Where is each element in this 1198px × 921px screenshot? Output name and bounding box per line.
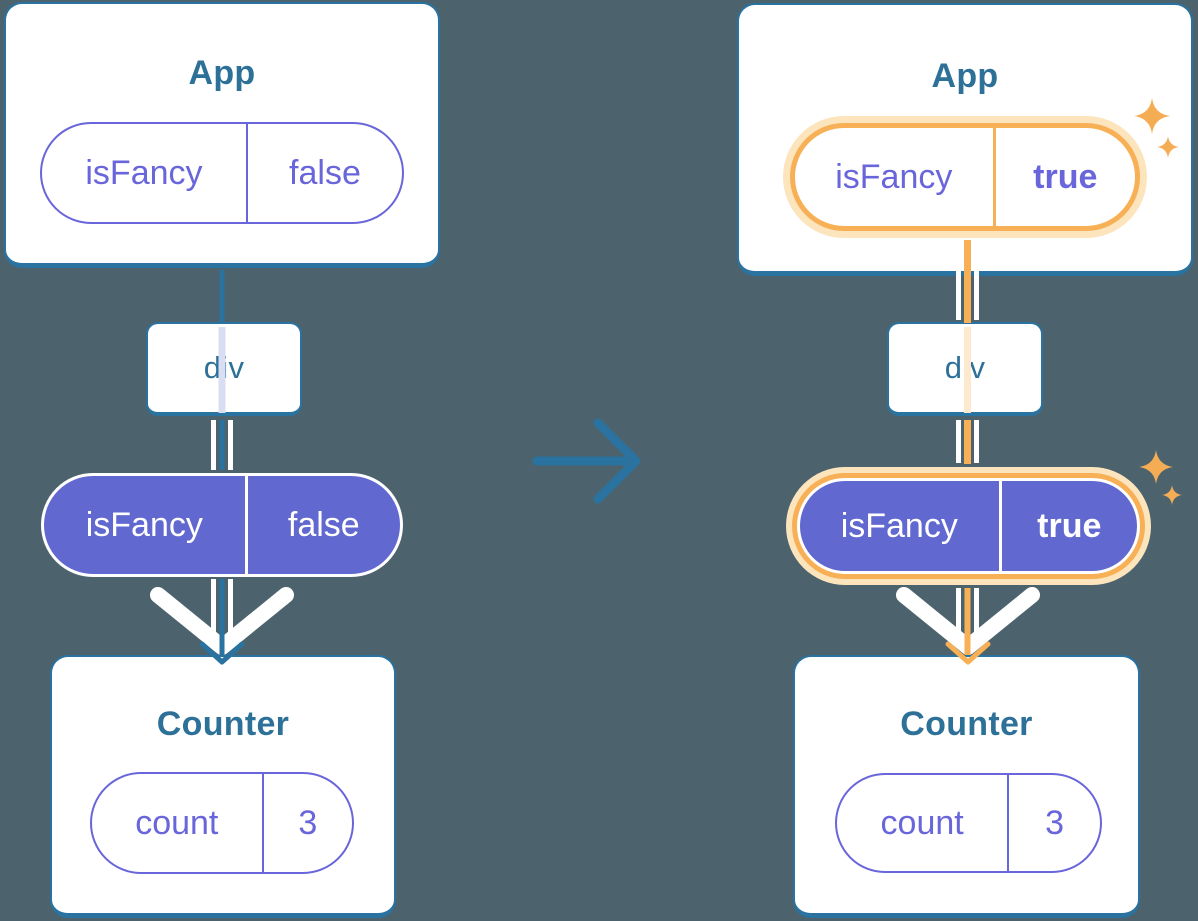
sparkles-icon-middle — [1139, 450, 1182, 505]
left-counter-state-pill: count 3 — [90, 772, 354, 874]
state-key: isFancy — [42, 124, 248, 222]
right-prop-pill-highlighted: isFancy true — [797, 478, 1140, 574]
left-prop-pill: isFancy false — [41, 473, 403, 577]
state-value: 3 — [298, 803, 318, 842]
right-app-title: App — [931, 57, 999, 95]
right-white-chevron — [896, 587, 1040, 655]
state-key: count — [92, 774, 264, 872]
left-white-chevron — [150, 587, 294, 655]
prop-key: isFancy — [800, 481, 1002, 571]
left-app-title: App — [188, 54, 256, 92]
left-app-state-pill: isFancy false — [40, 122, 404, 224]
left-div-title: div — [203, 350, 245, 385]
right-div-title: div — [944, 350, 986, 385]
right-connector — [896, 240, 1040, 665]
prop-key: isFancy — [44, 476, 248, 574]
right-arrow-icon — [532, 418, 641, 504]
right-counter-card: Counter count 3 — [793, 655, 1140, 918]
state-value: false — [289, 153, 361, 192]
right-counter-state-pill: count 3 — [835, 773, 1102, 873]
left-counter-card: Counter count 3 — [50, 655, 396, 918]
left-counter-title: Counter — [156, 705, 290, 743]
prop-value: true — [1037, 506, 1102, 545]
state-key: count — [837, 775, 1010, 871]
left-div-card: div — [146, 322, 302, 416]
right-app-state-pill-highlighted: isFancy true — [790, 123, 1140, 231]
right-div-card: div — [887, 322, 1043, 416]
state-value: 3 — [1045, 803, 1065, 842]
right-counter-title: Counter — [900, 705, 1033, 743]
state-key: isFancy — [795, 128, 996, 226]
state-value: true — [1033, 157, 1098, 196]
prop-value: false — [287, 505, 360, 544]
